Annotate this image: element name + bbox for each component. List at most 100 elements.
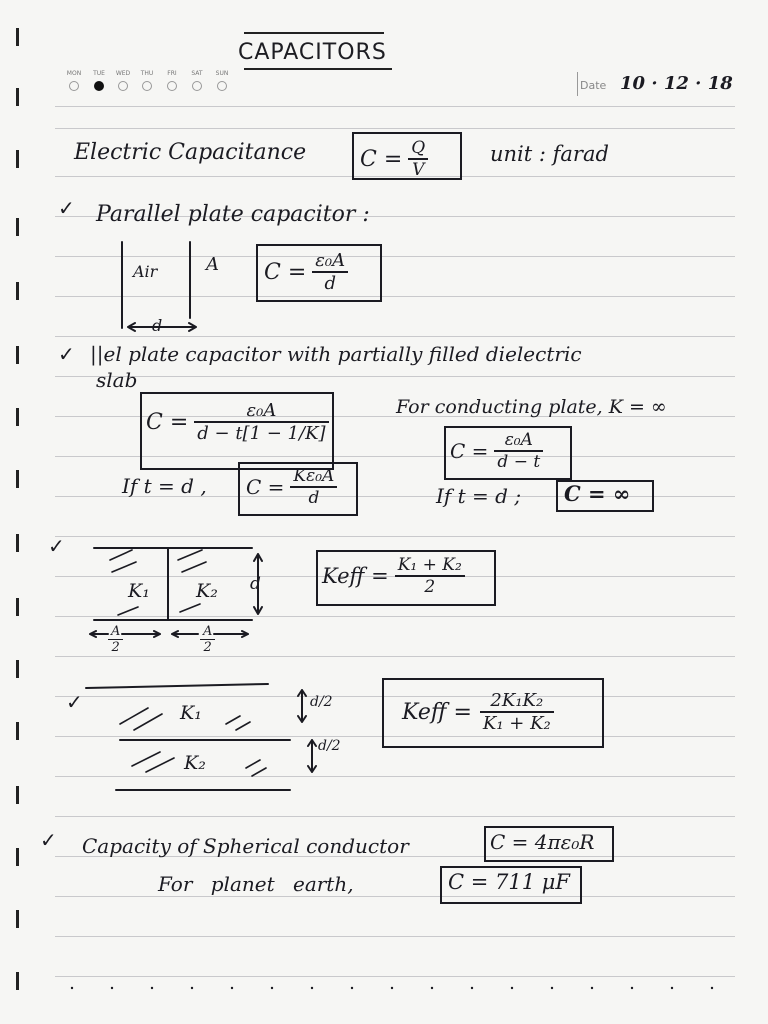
lower-half-arrow bbox=[307, 739, 317, 773]
margin-tick bbox=[16, 972, 19, 990]
weekday-dot-tue-selected bbox=[94, 81, 104, 91]
k2-label: K₂ bbox=[196, 580, 218, 602]
spherical-formula: C = 4πε₀R bbox=[490, 830, 595, 854]
ruled-line bbox=[55, 656, 735, 657]
ruled-line bbox=[55, 776, 735, 777]
margin-tick bbox=[16, 786, 19, 804]
formula-fraction: ε₀A d bbox=[312, 250, 349, 294]
ruled-line bbox=[55, 496, 735, 497]
formula-numerator: Kε₀A bbox=[290, 466, 338, 488]
title-underline bbox=[244, 68, 392, 70]
earth-formula: C = 711 μF bbox=[448, 870, 570, 894]
weekday-thu: THU bbox=[140, 70, 154, 77]
ruled-line bbox=[55, 616, 735, 617]
weekday-fri: FRI bbox=[167, 70, 177, 77]
air-label: Air bbox=[133, 262, 158, 281]
formula-numerator: ε₀A bbox=[312, 250, 349, 273]
ruled-line bbox=[55, 896, 735, 897]
formula-lhs: C = bbox=[246, 475, 285, 499]
parallel-plate-formula: C = ε₀A d bbox=[264, 250, 349, 294]
ruled-line bbox=[55, 456, 735, 457]
checkmark-icon: ✓ bbox=[48, 534, 65, 558]
keff-parallel-formula: Keff = K₁ + K₂ 2 bbox=[322, 555, 465, 597]
stack-hatching bbox=[119, 707, 267, 777]
fraction-denominator: 2 bbox=[203, 640, 212, 655]
spherical-text: Capacity of Spherical conductor bbox=[82, 834, 409, 858]
formula-denominator: d − t[1 − 1/K] bbox=[197, 423, 326, 444]
date-frame bbox=[577, 72, 578, 96]
margin-tick bbox=[16, 346, 19, 364]
earth-formula-box bbox=[440, 866, 582, 904]
formula-lhs: C = bbox=[146, 409, 189, 435]
conducting-if-text: If t = d ; bbox=[436, 484, 522, 508]
weekday-wed: WED bbox=[115, 70, 131, 77]
k2-stacked-label: K₂ bbox=[184, 752, 206, 774]
margin-tick bbox=[16, 848, 19, 866]
formula-numerator: Q bbox=[408, 138, 429, 160]
formula-denominator: V bbox=[412, 160, 425, 180]
half-area-left: A 2 bbox=[108, 624, 124, 655]
margin-tick bbox=[16, 282, 19, 300]
formula-lhs: C = bbox=[450, 439, 489, 463]
ruled-line bbox=[55, 936, 735, 937]
ruled-line bbox=[55, 216, 735, 217]
margin-tick bbox=[16, 218, 19, 236]
ruled-line bbox=[55, 816, 735, 817]
margin-tick bbox=[16, 534, 19, 552]
margin-tick bbox=[16, 722, 19, 740]
margin-tick bbox=[16, 150, 19, 168]
formula-lhs: C = bbox=[264, 259, 307, 285]
weekday-tue: TUE bbox=[93, 70, 105, 77]
weekday-dot-sun bbox=[217, 81, 227, 91]
formula-lhs: C = bbox=[360, 146, 403, 172]
formula-denominator: d − t bbox=[497, 452, 541, 472]
ruled-line bbox=[55, 696, 735, 697]
half-width-arrow-right bbox=[171, 630, 249, 638]
ruled-line bbox=[55, 106, 735, 107]
formula-denominator: d bbox=[308, 488, 320, 508]
ruled-line bbox=[55, 536, 735, 537]
slab-formula: C = ε₀A d − t[1 − 1/K] bbox=[146, 400, 329, 444]
slab-heading-cont: slab bbox=[96, 368, 138, 392]
date-label: Date bbox=[580, 79, 607, 92]
formula-denominator: K₁ + K₂ bbox=[482, 713, 551, 734]
thickness-arrow bbox=[253, 553, 263, 615]
page-title: CAPACITORS bbox=[238, 40, 387, 65]
half-thickness-lower: d/2 bbox=[318, 738, 341, 754]
formula-denominator: 2 bbox=[424, 577, 436, 597]
margin-tick bbox=[16, 88, 19, 106]
keff-series-formula: Keff = 2K₁K₂ K₁ + K₂ bbox=[402, 690, 554, 734]
checkmark-icon: ✓ bbox=[40, 828, 57, 852]
formula-fraction: Kε₀A d bbox=[290, 466, 338, 508]
margin-tick bbox=[16, 28, 19, 46]
formula-denominator: d bbox=[324, 273, 336, 294]
margin-tick bbox=[16, 660, 19, 678]
keff-parallel-box bbox=[316, 550, 496, 606]
ruled-line bbox=[55, 416, 735, 417]
weekday-sun: SUN bbox=[215, 70, 229, 77]
weekday-dot-mon bbox=[69, 81, 79, 91]
area-label: A bbox=[206, 254, 219, 275]
thickness-d-label: d bbox=[250, 574, 261, 594]
margin-tick bbox=[16, 408, 19, 426]
half-width-arrow-left bbox=[89, 630, 161, 638]
c-infinity-formula: C = ∞ bbox=[564, 481, 631, 506]
capacitance-label: Electric Capacitance bbox=[74, 140, 307, 165]
if-t-equals-d-box bbox=[238, 462, 358, 516]
k1-stacked-label: K₁ bbox=[180, 702, 202, 724]
fraction-numerator: A bbox=[108, 624, 124, 640]
formula-lhs: Keff = bbox=[322, 564, 389, 588]
formula-numerator: K₁ + K₂ bbox=[394, 555, 465, 577]
ruled-line bbox=[55, 736, 735, 737]
slab-formula-box bbox=[140, 392, 334, 470]
formula-numerator: ε₀A bbox=[494, 430, 544, 452]
margin-tick bbox=[16, 470, 19, 488]
checkmark-icon: ✓ bbox=[58, 342, 75, 366]
if-t-equals-d-text: If t = d , bbox=[122, 474, 207, 498]
weekday-mon: MON bbox=[66, 70, 82, 77]
ruled-line bbox=[55, 176, 735, 177]
formula-numerator: ε₀A bbox=[194, 400, 329, 423]
formula-fraction: K₁ + K₂ 2 bbox=[394, 555, 465, 597]
